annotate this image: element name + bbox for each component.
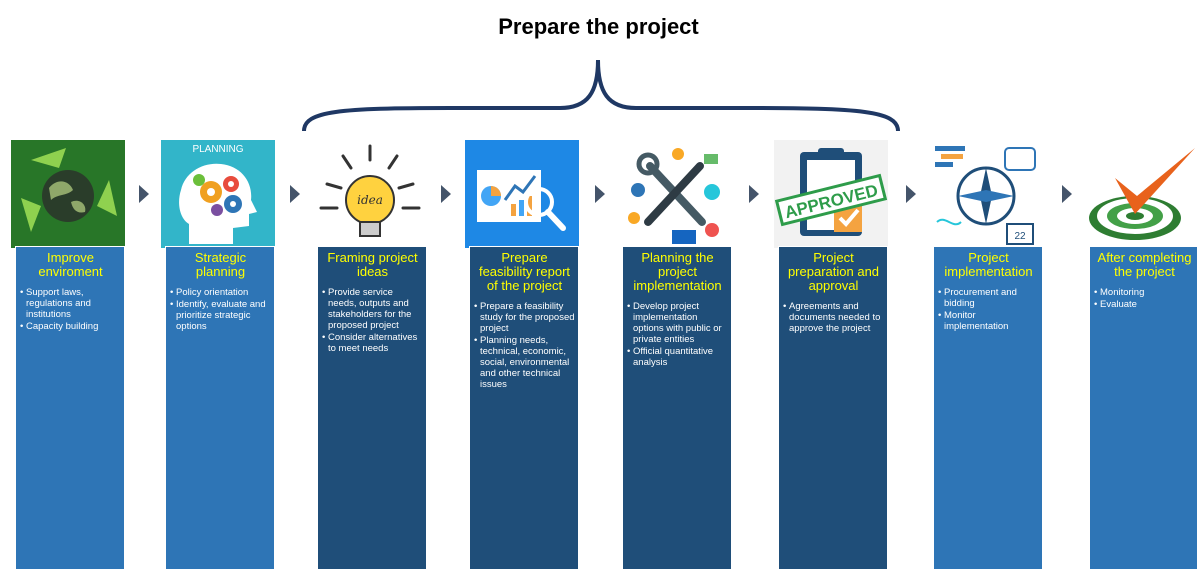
stage-bullet: Identify, evaluate and prioritize strate…	[170, 299, 271, 332]
stage-box: Planning the project implementation Deve…	[622, 246, 732, 570]
stage-bullet: Procurement and bidding	[938, 287, 1039, 309]
stage-bullet: Evaluate	[1094, 299, 1195, 310]
stage-title: Project implementation	[944, 250, 1033, 279]
idea-label: idea	[357, 193, 383, 207]
stage-title: Prepare feasibility report of the projec…	[478, 250, 571, 293]
stage-bullet: Policy orientation	[170, 287, 271, 298]
arrow-icon	[290, 185, 300, 203]
brace-connector	[302, 59, 900, 132]
stage-bullet: Monitor implementation	[938, 310, 1039, 332]
stage-title: Framing project ideas	[327, 250, 418, 279]
arrow-icon	[906, 185, 916, 203]
stage-box: Project implementation Procurement and b…	[933, 246, 1043, 570]
head-gears-icon: PLANNING	[161, 140, 275, 248]
stage-bullet: Capacity building	[20, 321, 121, 332]
arrow-icon	[139, 185, 149, 203]
stage-bullet: Provide service needs, outputs and stake…	[322, 287, 423, 331]
calendar-day-label: 22	[1014, 231, 1026, 242]
compass-calendar-icon: 22	[929, 140, 1043, 248]
stage-title: Planning the project implementation	[633, 250, 722, 293]
report-magnifier-icon	[465, 140, 579, 248]
stage-title: Strategic planning	[194, 250, 247, 279]
stage-bullet: Agreements and documents needed to appro…	[783, 301, 884, 334]
stage-bullet: Develop project implementation options w…	[627, 301, 728, 345]
tools-icon	[618, 140, 732, 248]
arrow-icon	[595, 185, 605, 203]
stage-bullet: Prepare a feasibility study for the prop…	[474, 301, 575, 334]
stage-bullet: Consider alternatives to meet needs	[322, 332, 423, 354]
stage-title: Improve enviroment	[38, 250, 103, 279]
stage-box: Improve enviroment Support laws, regulat…	[15, 246, 125, 570]
diagram-title: Prepare the project	[498, 14, 699, 39]
stage-bullet: Official quantitative analysis	[627, 346, 728, 368]
recycle-globe-icon	[11, 140, 125, 248]
stage-box: Project preparation and approval Agreeme…	[778, 246, 888, 570]
clipboard-approved-icon: APPROVED	[774, 140, 888, 248]
arrow-icon	[749, 185, 759, 203]
stage-box: After completing the project Monitoring …	[1089, 246, 1197, 570]
stage-title: After completing the project	[1097, 250, 1192, 279]
lightbulb-icon: idea	[313, 140, 427, 248]
arrow-icon	[441, 185, 451, 203]
stage-title: Project preparation and approval	[787, 250, 880, 293]
stage-box: Strategic planning Policy orientation Id…	[165, 246, 275, 570]
stage-bullet: Planning needs, technical, economic, soc…	[474, 335, 575, 390]
arrow-icon	[1062, 185, 1072, 203]
target-check-icon	[1085, 140, 1197, 248]
stage-bullet: Support laws, regulations and institutio…	[20, 287, 121, 320]
stage-bullet: Monitoring	[1094, 287, 1195, 298]
stage-box: Framing project ideas Provide service ne…	[317, 246, 427, 570]
stage-box: Prepare feasibility report of the projec…	[469, 246, 579, 570]
planning-label: PLANNING	[192, 144, 243, 155]
